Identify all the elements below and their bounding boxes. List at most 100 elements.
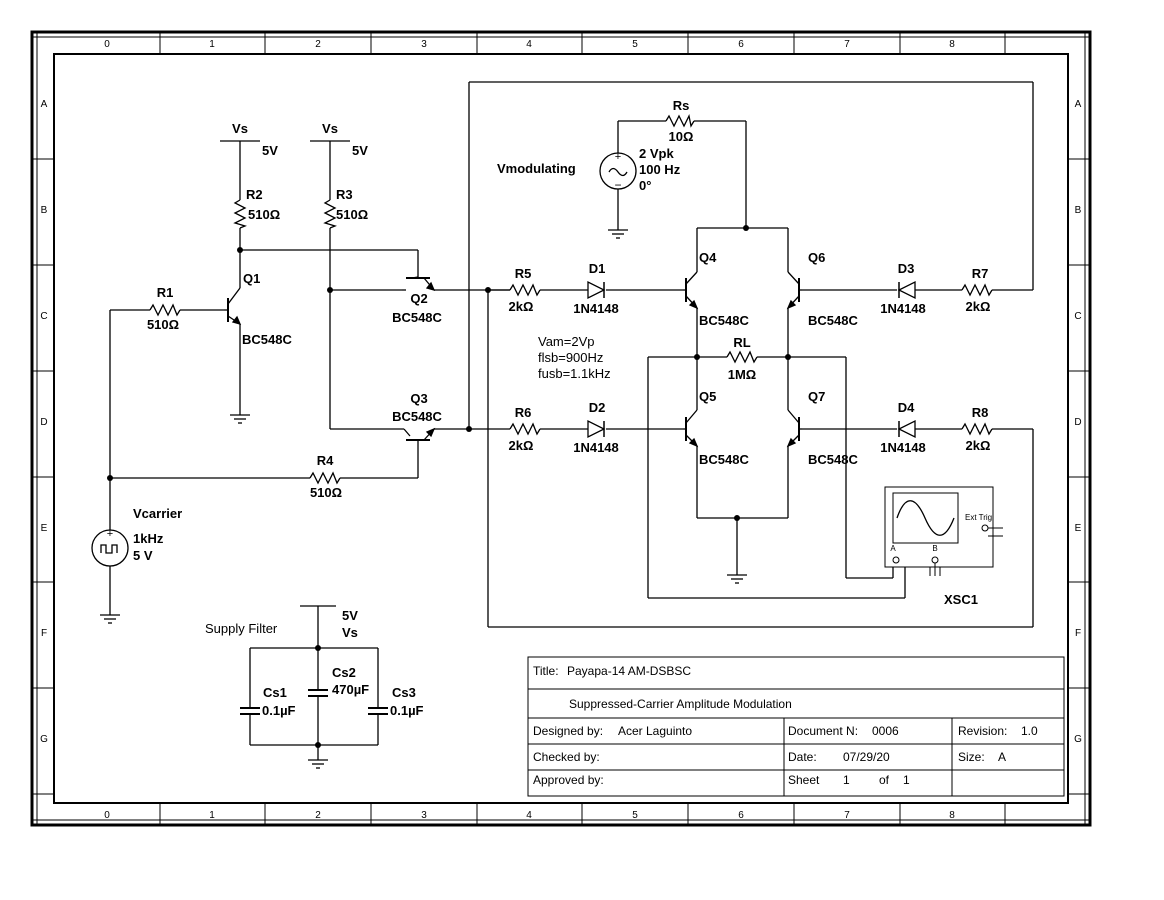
component-value: 10Ω: [669, 129, 694, 144]
resistor-R6[interactable]: R6 2kΩ: [509, 405, 541, 453]
junction-dot: [237, 247, 243, 253]
sheet-label: Sheet: [788, 773, 820, 787]
col-label-bottom: 4: [526, 810, 532, 821]
component-part: 1N4148: [573, 301, 619, 316]
supply-label: Vs: [322, 121, 338, 136]
component-part: BC548C: [808, 452, 858, 467]
supply-value: 5V: [262, 143, 278, 158]
junction-dot: [785, 354, 791, 360]
component-ref: R6: [515, 405, 532, 420]
component-ref: D4: [898, 400, 915, 415]
component-ref: Q3: [410, 391, 427, 406]
oscilloscope-XSC1[interactable]: Ext Trig A B XSC1: [884, 486, 1003, 607]
size-label: Size:: [958, 750, 985, 764]
col-label-bottom: 6: [738, 810, 744, 821]
capacitor-Cs1[interactable]: Cs1 0.1µF: [240, 685, 296, 718]
row-label-right: E: [1075, 523, 1082, 534]
design-notes: Vam=2Vp flsb=900Hz fusb=1.1kHz: [538, 334, 611, 381]
component-ref: XSC1: [944, 592, 978, 607]
resistor-RL[interactable]: RL 1MΩ: [726, 335, 758, 382]
resistor-R7[interactable]: R7 2kΩ: [961, 266, 993, 314]
component-value: 1MΩ: [728, 367, 756, 382]
component-ref: RL: [733, 335, 750, 350]
transistor-Q4[interactable]: Q4 BC548C: [683, 250, 749, 328]
checked-by-label: Checked by:: [533, 750, 600, 764]
supply-value: 5V: [342, 608, 358, 623]
row-label-right: F: [1075, 628, 1081, 639]
source-Vcarrier[interactable]: + Vcarrier 1kHz 5 V: [91, 506, 182, 567]
component-part: BC548C: [392, 409, 442, 424]
transistor-Q5[interactable]: Q5 BC548C: [683, 389, 749, 467]
sheet-border: 0 1 2 3 4 5 6 7 8 0 1 2 3 4 5 6 7 8 A B …: [30, 30, 1092, 827]
component-part: BC548C: [699, 452, 749, 467]
component-ref: Vmodulating: [497, 161, 576, 176]
row-label-left: D: [40, 417, 47, 428]
col-label-top: 2: [315, 39, 321, 50]
resistor-R8[interactable]: R8 2kΩ: [961, 405, 993, 453]
junction-dot: [327, 287, 333, 293]
transistor-Q2[interactable]: Q2 BC548C: [392, 276, 443, 325]
title-value: Payapa-14 AM-DSBSC: [567, 664, 691, 678]
row-label-left: G: [40, 734, 48, 745]
supply-vs-1: Vs 5V: [220, 121, 278, 158]
source-Vmodulating[interactable]: + − Vmodulating 2 Vpk 100 Hz 0°: [497, 146, 681, 193]
component-ref: Q7: [808, 389, 825, 404]
capacitor-Cs2[interactable]: Cs2 470µF: [308, 665, 369, 697]
junction-dot: [315, 742, 321, 748]
row-label-left: A: [41, 99, 48, 110]
diode-D1[interactable]: D1 1N4148: [573, 261, 619, 316]
component-value: 0.1µF: [390, 703, 424, 718]
note-line: Vam=2Vp: [538, 334, 595, 349]
component-part: 1N4148: [880, 301, 926, 316]
row-label-right: A: [1075, 99, 1082, 110]
component-ref: R8: [972, 405, 989, 420]
resistor-R5[interactable]: R5 2kΩ: [509, 266, 541, 314]
transistor-Q3[interactable]: Q3 BC548C: [392, 391, 443, 446]
row-label-left: C: [40, 311, 47, 322]
sheet-of-label: of: [879, 773, 890, 787]
component-value: 470µF: [332, 682, 369, 697]
sine-wave-icon: [608, 167, 628, 177]
resistor-R2[interactable]: R2 510Ω: [233, 187, 280, 229]
date-value: 07/29/20: [843, 750, 890, 764]
revision-value: 1.0: [1021, 724, 1038, 738]
row-label-left: F: [41, 628, 47, 639]
resistor-Rs[interactable]: Rs 10Ω: [665, 98, 695, 144]
component-value: 510Ω: [248, 207, 280, 222]
approved-by-label: Approved by:: [533, 773, 604, 787]
square-wave-icon: [100, 544, 118, 554]
transistor-Q1[interactable]: Q1 BC548C: [224, 271, 292, 347]
diode-D3[interactable]: D3 1N4148: [880, 261, 926, 316]
col-label-top: 4: [526, 39, 532, 50]
resistor-R4[interactable]: R4 510Ω: [309, 453, 342, 500]
diode-D2[interactable]: D2 1N4148: [573, 400, 619, 455]
component-ref: D2: [589, 400, 606, 415]
subtitle: Suppressed-Carrier Amplitude Modulation: [569, 697, 792, 711]
document-number-label: Document N:: [788, 724, 858, 738]
resistor-R3[interactable]: R3 510Ω: [323, 187, 368, 229]
resistor-R1[interactable]: R1 510Ω: [147, 285, 181, 332]
component-ref: D1: [589, 261, 606, 276]
row-label-right: D: [1074, 417, 1081, 428]
transistor-Q7[interactable]: Q7 BC548C: [786, 389, 858, 467]
source-frequency: 1kHz: [133, 531, 164, 546]
col-label-bottom: 8: [949, 810, 955, 821]
col-label-top: 1: [209, 39, 215, 50]
col-label-bottom: 0: [104, 810, 110, 821]
component-value: 0.1µF: [262, 703, 296, 718]
transistor-Q6[interactable]: Q6 BC548C: [786, 250, 858, 328]
diode-D4[interactable]: D4 1N4148: [880, 400, 926, 455]
supply-value: 5V: [352, 143, 368, 158]
component-ref: R5: [515, 266, 532, 281]
component-ref: Rs: [673, 98, 690, 113]
col-label-bottom: 5: [632, 810, 638, 821]
scope-channel-a-terminal[interactable]: [892, 556, 900, 564]
supply-label: Vs: [232, 121, 248, 136]
junction-dot: [743, 225, 749, 231]
sine-wave-icon: [896, 500, 955, 536]
col-label-bottom: 7: [844, 810, 850, 821]
capacitor-Cs3[interactable]: Cs3 0.1µF: [368, 685, 424, 718]
component-ref: Q6: [808, 250, 825, 265]
component-ref: Q5: [699, 389, 716, 404]
